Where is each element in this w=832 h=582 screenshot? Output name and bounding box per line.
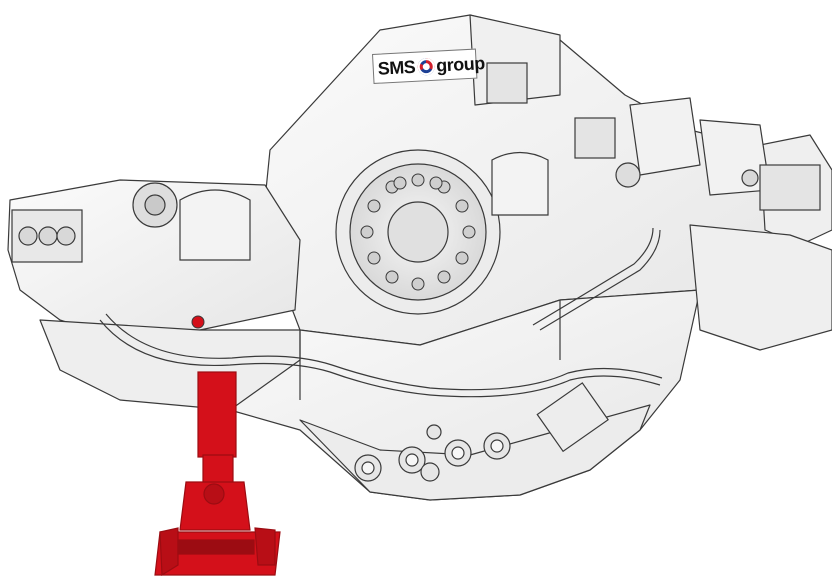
sump-port-1-inner bbox=[361, 461, 375, 475]
sump-access-panel bbox=[536, 382, 609, 453]
sump-port-small bbox=[426, 424, 442, 440]
drain-valve bbox=[420, 462, 440, 482]
right-shaft-end bbox=[741, 169, 759, 187]
logo-mark-icon bbox=[416, 57, 435, 76]
top-window-2 bbox=[574, 117, 616, 159]
bearing-bolts bbox=[360, 173, 476, 291]
left-coupling-hub bbox=[144, 194, 166, 216]
sump-port-3-inner bbox=[451, 446, 465, 460]
top-window bbox=[486, 62, 528, 104]
right-frame bbox=[689, 224, 832, 351]
red-indicator bbox=[191, 315, 205, 329]
red-support-leg bbox=[154, 371, 281, 577]
right-bearing-cap bbox=[491, 151, 549, 216]
left-pipe-inner bbox=[105, 313, 663, 391]
right-cover-box bbox=[629, 97, 701, 176]
logo-text-group: group bbox=[435, 53, 486, 76]
sump-port-4-inner bbox=[490, 439, 504, 453]
right-flange bbox=[615, 162, 641, 188]
right-pipe-outer bbox=[539, 229, 661, 331]
sms-group-logo: SMS group bbox=[372, 48, 485, 84]
main-bearing-inner bbox=[387, 201, 449, 263]
sump-port-2-inner bbox=[405, 453, 419, 467]
left-bearing-cap bbox=[179, 189, 251, 261]
left-flange-1 bbox=[18, 226, 38, 246]
right-motor-housing bbox=[759, 164, 821, 211]
left-flange-3 bbox=[56, 226, 76, 246]
sump-panel bbox=[299, 404, 651, 501]
left-flange-2 bbox=[38, 226, 58, 246]
logo-text-sms: SMS bbox=[377, 56, 416, 79]
left-pipe-outer bbox=[99, 319, 661, 398]
